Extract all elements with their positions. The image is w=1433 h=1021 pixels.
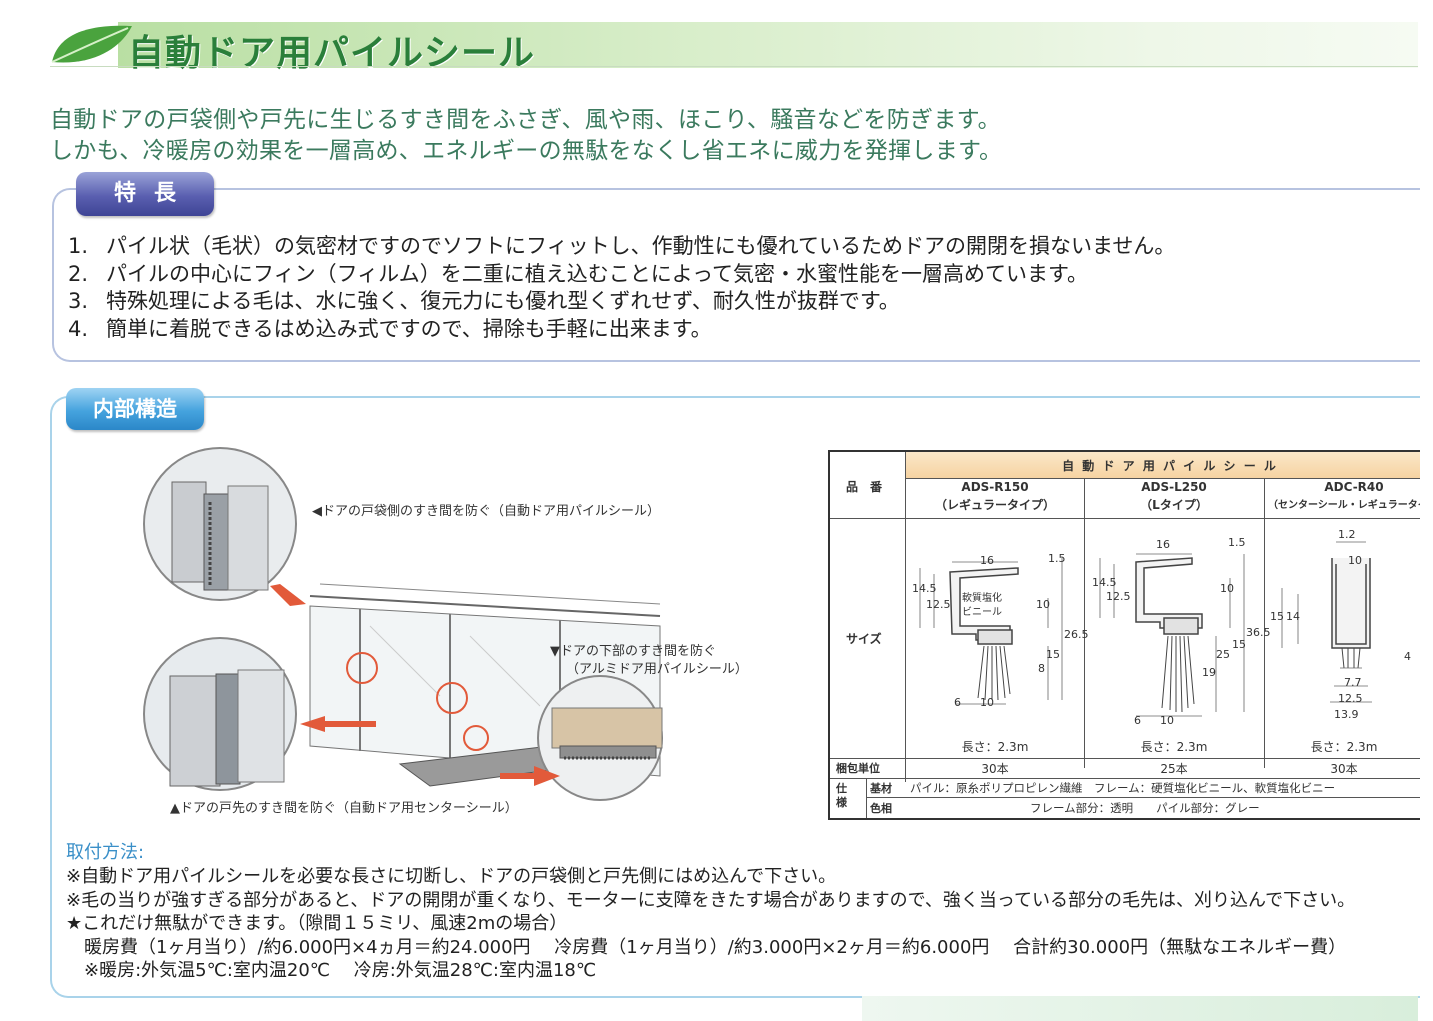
- caption-bottom-right-2: （アルミドア用パイルシール）: [566, 662, 748, 677]
- arrows: [270, 584, 560, 786]
- title-band: [118, 22, 1418, 68]
- color-spec: フレーム部分：透明 パイル部分：グレー: [1030, 801, 1260, 815]
- dim-label: 16: [1156, 538, 1170, 551]
- feature-text: 特殊処理による毛は、水に強く、復元力にも優れ型くずれせず、耐久性が抜群です。: [106, 289, 900, 313]
- dim-label: 10: [1036, 598, 1050, 611]
- install-line: 暖房費（1ヶ月当り）/約6.000円×4ヵ月＝約24.000円 冷房費（1ヶ月当…: [66, 937, 1347, 958]
- dim-label: 26.5: [1064, 628, 1089, 641]
- detail-circle-right: [537, 675, 663, 801]
- dim-label: 8: [1038, 662, 1045, 675]
- dim-label: 1.5: [1048, 552, 1066, 565]
- dim-label: 10: [1160, 714, 1174, 727]
- features-list: 1. パイル状（毛状）の気密材ですのでソフトにフィットし、作動性にも優れているため…: [68, 230, 1175, 341]
- dim-label: 12.5: [1338, 692, 1363, 705]
- product-code: ADC-R40: [1324, 480, 1384, 494]
- dim-label: 14.5: [1092, 576, 1117, 589]
- dim-label: 14.5: [912, 582, 937, 595]
- dim-label: 4: [1404, 650, 1411, 663]
- pack-unit: 30本: [981, 762, 1009, 776]
- profile-drawings: [919, 541, 1372, 717]
- dim-label: 12.5: [1106, 590, 1131, 603]
- dim-label: 1.5: [1228, 536, 1246, 549]
- dim-label: 36.5: [1246, 626, 1271, 639]
- pack-unit: 25本: [1160, 762, 1188, 776]
- product-type: （Lタイプ）: [1140, 498, 1208, 512]
- bottom-band: [862, 996, 1418, 1021]
- intro-line-1: 自動ドアの戸袋側や戸先に生じるすき間をふさぎ、風や雨、ほこり、騒音などを防ぎます…: [50, 107, 1001, 133]
- dim-label: 10: [1220, 582, 1234, 595]
- feature-item: 1. パイル状（毛状）の気密材ですのでソフトにフィットし、作動性にも優れているため…: [68, 230, 1175, 258]
- dim-label: 12.5: [926, 598, 951, 611]
- label-spec-side: 仕様: [836, 782, 847, 809]
- caption-bottom-right-1: ▼ドアの下部のすき間を防ぐ: [550, 644, 716, 659]
- label-base: 基材: [870, 782, 892, 795]
- feature-item: 2. パイルの中心にフィン（フィルム）を二重に植え込むことによって気密・水蜜性能を…: [68, 258, 1175, 286]
- dim-label: 15: [1270, 610, 1284, 623]
- install-line: ※毛の当りが強すぎる部分があると、ドアの開閉が重くなり、モーターに支障をきたす場…: [66, 890, 1356, 911]
- product-code: ADS-L250: [1141, 480, 1207, 494]
- intro-line-2: しかも、冷暖房の効果を一層高め、エネルギーの無駄をなくし省エネに威力を発揮します…: [50, 138, 1003, 164]
- spec-header-band: [906, 452, 1420, 478]
- feature-number: 2.: [68, 261, 89, 286]
- label-color: 色相: [870, 802, 892, 815]
- label-hinban: 品 番: [846, 480, 883, 494]
- features-tab: 特長: [76, 172, 214, 216]
- detail-circle-bottom: [143, 637, 297, 791]
- dim-label: 15: [1232, 638, 1246, 651]
- product-type: （センターシール・レギュラータイ: [1268, 500, 1420, 511]
- dim-label: 13.9: [1334, 708, 1359, 721]
- dim-label: 10: [1348, 554, 1362, 567]
- spec-title: 自 動 ド ア 用 パ イ ル シ ー ル: [1062, 459, 1278, 473]
- base-material: パイル：原糸ポリプロピレン繊維 フレーム：硬質塩化ビニール、軟質塩化ビニー: [910, 781, 1336, 795]
- label-size: サイズ: [846, 632, 882, 646]
- dim-label: 15: [1046, 648, 1060, 661]
- dim-label: 19: [1202, 666, 1216, 679]
- product-length: 長さ：2.3m: [1310, 740, 1378, 754]
- spec-table: 自 動 ド ア 用 パ イ ル シ ー ル 品 番 サイズ 梱包単位 仕様 基材…: [828, 450, 1420, 820]
- dim-label: 1.2: [1338, 528, 1356, 541]
- product-code: ADS-R150: [961, 480, 1029, 494]
- install-heading: 取付方法:: [66, 842, 145, 863]
- dim-label: 14: [1286, 610, 1300, 623]
- feature-item: 4. 簡単に着脱できるはめ込み式ですので、掃除も手軽に出来ます。: [68, 313, 1175, 341]
- feature-item: 3. 特殊処理による毛は、水に強く、復元力にも優れ型くずれせず、耐久性が抜群です。: [68, 285, 1175, 313]
- caption-top: ◀ドアの戸袋側のすき間を防ぐ（自動ドア用パイルシール）: [312, 504, 660, 519]
- door-illustration: [143, 447, 663, 801]
- install-line: ※暖房:外気温5℃:室内温20℃ 冷房:外気温28℃:室内温18℃: [66, 960, 597, 981]
- feature-text: パイルの中心にフィン（フィルム）を二重に植え込むことによって気密・水蜜性能を一層…: [106, 261, 1088, 286]
- page-title: 自動ドア用パイルシール: [128, 33, 536, 74]
- pack-unit: 30本: [1330, 762, 1358, 776]
- dim-label: 16: [980, 554, 994, 567]
- dim-label: 6: [1134, 714, 1141, 727]
- feature-text: パイル状（毛状）の気密材ですのでソフトにフィットし、作動性にも優れているためドア…: [106, 234, 1176, 258]
- leaf-icon: [51, 25, 132, 63]
- feature-number: 4.: [68, 316, 89, 341]
- product-type: （レギュラータイプ）: [934, 498, 1055, 512]
- caption-bottom-left: ▲ドアの戸先のすき間を防ぐ（自動ドア用センターシール）: [170, 801, 518, 816]
- detail-circle-top: [143, 447, 297, 601]
- label-pack: 梱包単位: [836, 762, 880, 775]
- dim-label: 6: [954, 696, 961, 709]
- install-line: ★これだけ無駄ができます。（隙間１５ミリ、風速2mの場合）: [66, 913, 568, 934]
- dim-label: 7.7: [1344, 676, 1362, 689]
- material-note: 軟質塩化 ビニール: [962, 593, 1002, 618]
- feature-number: 1.: [68, 234, 89, 258]
- title-divider: [50, 66, 1418, 67]
- feature-text: 簡単に着脱できるはめ込み式ですので、掃除も手軽に出来ます。: [106, 316, 712, 341]
- dim-label: 25: [1216, 648, 1230, 661]
- features-panel: [52, 188, 1420, 362]
- product-length: 長さ：2.3m: [1140, 740, 1208, 754]
- feature-number: 3.: [68, 289, 89, 313]
- product-length: 長さ：2.3m: [961, 740, 1029, 754]
- install-line: ※自動ドア用パイルシールを必要な長さに切断し、ドアの戸袋側と戸先側にはめ込んで下…: [66, 866, 837, 887]
- dim-label: 10: [980, 696, 994, 709]
- structure-tab: 内部構造: [66, 388, 204, 430]
